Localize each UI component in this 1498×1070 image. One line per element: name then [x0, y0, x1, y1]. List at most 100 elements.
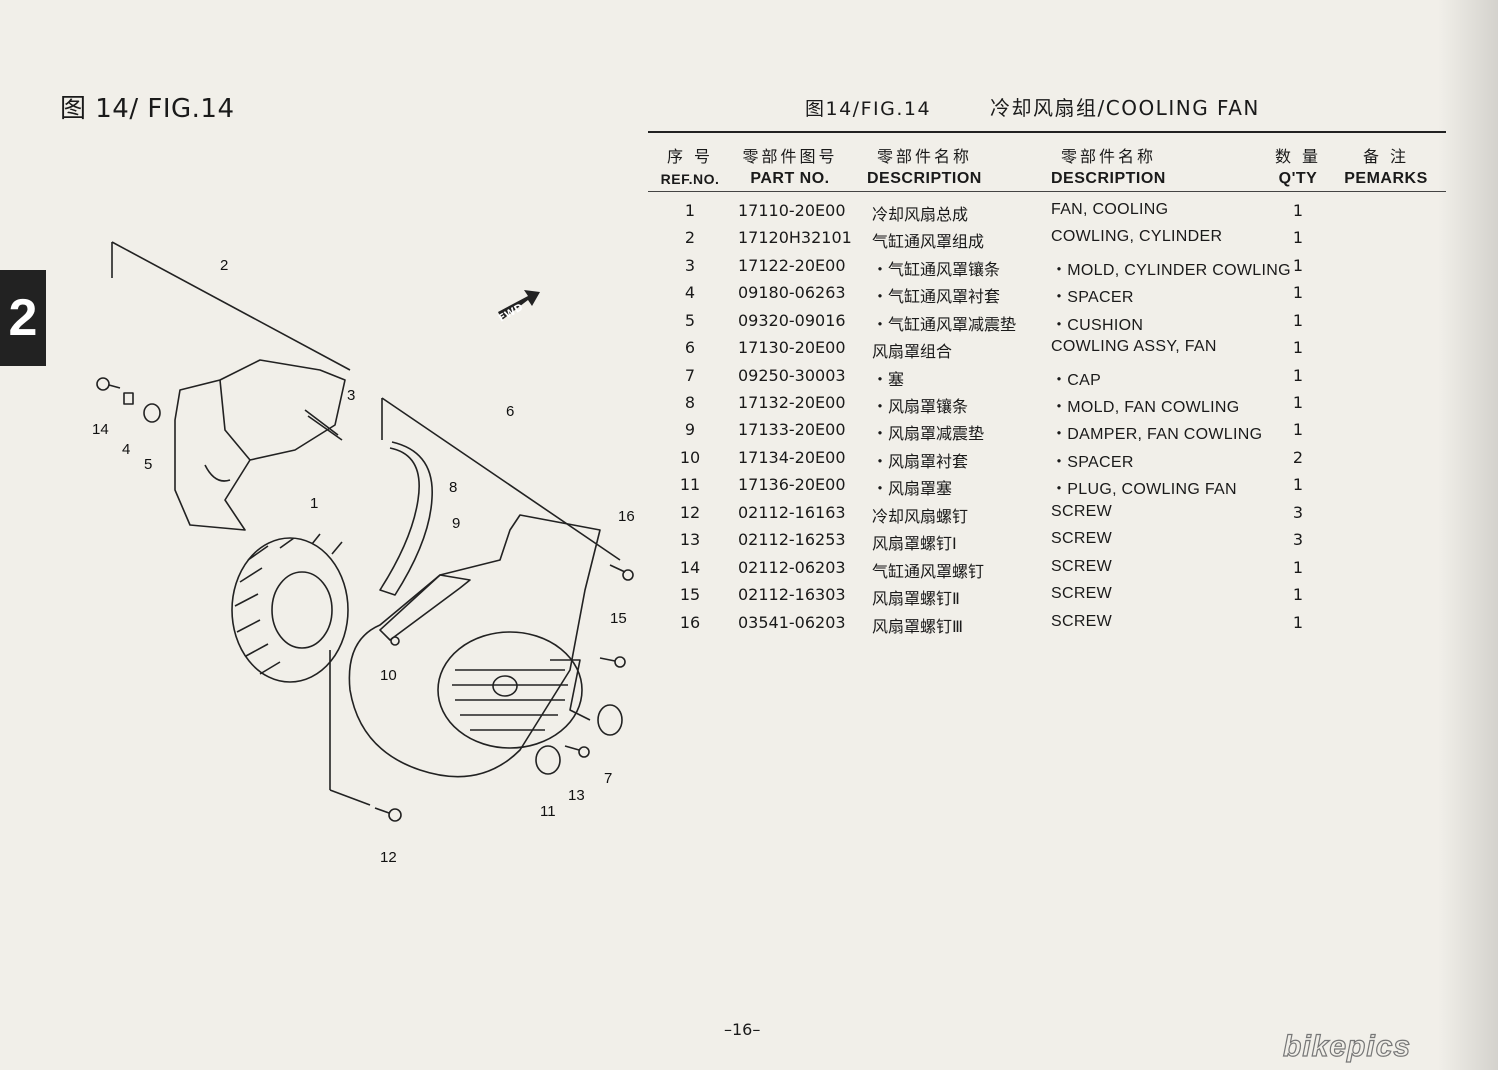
cowling-opening: [550, 659, 591, 721]
ref-no: 9: [684, 420, 696, 439]
name-zh: 风扇罩螺钉Ⅲ: [872, 617, 964, 636]
cap-7: [597, 704, 623, 736]
description: SCREW: [1051, 530, 1113, 547]
callout-15: 15: [610, 610, 627, 627]
table-row: 12 02112-16163 冷却风扇螺钉 SCREW 3: [648, 503, 1446, 530]
description: ・DAMPER, FAN COWLING: [1051, 426, 1263, 443]
table-row: 15 02112-16303 风扇罩螺钉Ⅱ SCREW 1: [648, 585, 1446, 612]
qty: 1: [1292, 475, 1304, 494]
header-ref-en: REF.NO.: [660, 171, 720, 187]
fwd-arrow-icon: FWD: [497, 290, 540, 325]
part-no: 09320-09016: [738, 311, 846, 330]
screw-13-head: [578, 746, 590, 758]
name-zh: ・气缸通风罩镶条: [872, 260, 1001, 279]
mold-fan-cowling-8: [379, 441, 433, 596]
ref-no: 7: [684, 366, 696, 385]
header-desc2-en: DESCRIPTION: [1051, 170, 1166, 187]
figure-label-left: 图 14/ FIG.14: [60, 94, 235, 124]
ref-no: 13: [679, 530, 701, 549]
qty: 1: [1292, 311, 1304, 330]
callout-4: 4: [122, 441, 130, 458]
description: COWLING ASSY, FAN: [1051, 338, 1217, 355]
qty: 1: [1292, 256, 1304, 275]
ref-no: 12: [679, 503, 701, 522]
spacer-4: [123, 392, 134, 405]
part-no: 17122-20E00: [738, 256, 846, 275]
ref-no: 3: [684, 256, 696, 275]
part-no: 17133-20E00: [738, 420, 846, 439]
cowling-detail: [204, 464, 231, 482]
grille-center: [492, 675, 518, 697]
name-zh: 风扇罩组合: [872, 342, 953, 361]
mold-strip-3b: [307, 415, 343, 441]
ref-no: 8: [684, 393, 696, 412]
name-zh: ・塞: [872, 370, 905, 389]
header-qty-zh: 数 量: [1274, 147, 1322, 166]
table-row: 14 02112-06203 气缸通风罩螺钉 SCREW 1: [648, 558, 1446, 585]
part-no: 17110-20E00: [738, 201, 846, 220]
name-zh: ・气缸通风罩衬套: [872, 287, 1001, 306]
figure-label-right: 图14/FIG.14: [805, 98, 932, 120]
callout-2: 2: [220, 257, 228, 274]
header-desc: 零部件名称 DESCRIPTION: [867, 146, 997, 190]
qty: 2: [1292, 448, 1304, 467]
page-edge-shadow: [1438, 0, 1498, 1070]
table-row: 5 09320-09016 ・气缸通风罩减震垫 ・CUSHION 1: [648, 311, 1446, 338]
table-row: 7 09250-30003 ・塞 ・CAP 1: [648, 366, 1446, 393]
part-no: 02112-16303: [738, 585, 846, 604]
figure-name: 冷却风扇组/COOLING FAN: [990, 96, 1260, 120]
fan-cowling-shape: [348, 514, 601, 778]
page-number: –16–: [724, 1020, 761, 1039]
part-no: 02112-16163: [738, 503, 846, 522]
part-no: 02112-06203: [738, 558, 846, 577]
header-desc2: 零部件名称 DESCRIPTION: [1051, 146, 1181, 190]
header-ref: 序 号 REF.NO.: [655, 146, 725, 190]
ref-no: 16: [679, 613, 701, 632]
table-top-rule: [648, 131, 1446, 133]
damper-9: [379, 574, 471, 641]
screw-13-shank: [564, 745, 580, 751]
name-zh: ・风扇罩衬套: [872, 452, 969, 471]
header-part-zh: 零部件图号: [742, 147, 838, 166]
fan-fins: [234, 533, 343, 675]
qty: 1: [1292, 366, 1304, 385]
name-zh: 气缸通风罩螺钉: [872, 562, 985, 581]
ref-no: 5: [684, 311, 696, 330]
leader-line: [329, 789, 371, 806]
description: SCREW: [1051, 503, 1113, 520]
name-zh: 冷却风扇总成: [872, 205, 969, 224]
screw-14-shank: [108, 384, 121, 389]
table-row: 13 02112-16253 风扇罩螺钉Ⅰ SCREW 3: [648, 530, 1446, 557]
table-header-rule: [648, 191, 1446, 192]
part-no: 03541-06203: [738, 613, 846, 632]
screw-12-shank: [374, 807, 390, 814]
section-tab: 2: [0, 270, 46, 366]
screw-12-head: [388, 808, 402, 822]
header-desc-zh: 零部件名称: [877, 147, 973, 166]
callout-16: 16: [618, 508, 635, 525]
qty: 3: [1292, 503, 1304, 522]
part-no: 17130-20E00: [738, 338, 846, 357]
table-row: 11 17136-20E00 ・风扇罩塞 ・PLUG, COWLING FAN …: [648, 475, 1446, 502]
callout-1: 1: [310, 495, 318, 512]
ref-no: 15: [679, 585, 701, 604]
ref-no: 10: [679, 448, 701, 467]
plug-11: [535, 745, 561, 775]
header-qty: 数 量 Q'TY: [1268, 146, 1328, 190]
callout-8: 8: [449, 479, 457, 496]
part-no: 17120H32101: [738, 228, 852, 247]
name-zh: 气缸通风罩组成: [872, 232, 985, 251]
leader-line: [381, 397, 621, 561]
description: SCREW: [1051, 613, 1113, 630]
exploded-parts-diagram: FWD 1 2 3 4 5 6 7 8 9 10 11 12 13 14 15 …: [92, 241, 635, 866]
table-row: 10 17134-20E00 ・风扇罩衬套 ・SPACER 2: [648, 448, 1446, 475]
callout-7: 7: [604, 770, 612, 787]
qty: 1: [1292, 201, 1304, 220]
description: ・MOLD, CYLINDER COWLING: [1051, 262, 1291, 279]
qty: 1: [1292, 228, 1304, 247]
cylinder-cowling-shape: [174, 359, 346, 531]
watermark-logo: bikepics: [1282, 1029, 1412, 1063]
part-no: 02112-16253: [738, 530, 846, 549]
table-row: 2 17120H32101 气缸通风罩组成 COWLING, CYLINDER …: [648, 228, 1446, 255]
ref-no: 14: [679, 558, 701, 577]
